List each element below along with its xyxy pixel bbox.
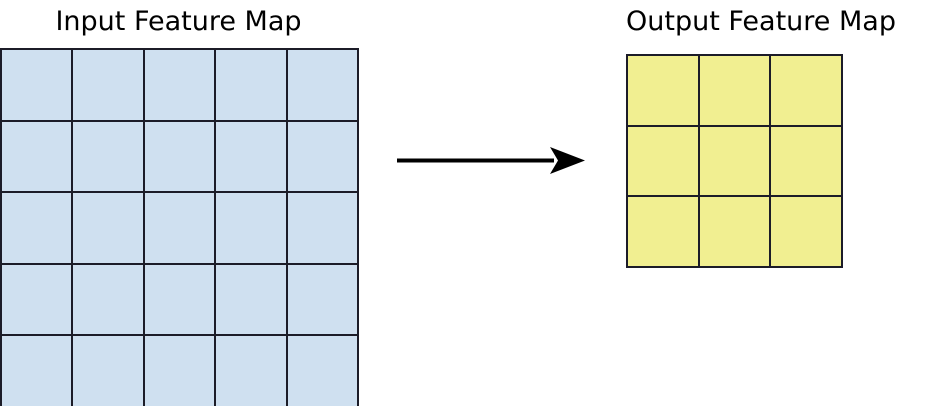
input-cell-r4c4 (287, 336, 357, 406)
input-cell-r1c2 (144, 121, 215, 192)
output-cell-r2c0 (628, 197, 698, 266)
input-cell-r2c3 (216, 193, 286, 263)
input-cell-r2c2 (144, 193, 215, 263)
input-cell-r1c4 (287, 121, 357, 192)
transform-arrow-icon (397, 147, 585, 174)
output-cell-r1c1 (699, 126, 770, 196)
output-cell-r2c2 (771, 197, 841, 266)
output-cell-r1c0 (628, 126, 698, 196)
output-cell-r0c1 (699, 56, 770, 125)
input-cell-r3c3 (216, 264, 286, 335)
input-cell-r1c0 (2, 121, 72, 192)
input-cell-r1c3 (216, 121, 286, 192)
output-feature-map-grid (626, 54, 843, 268)
input-cell-r4c3 (216, 336, 286, 406)
input-cell-r3c2 (144, 264, 215, 335)
input-cell-r3c0 (2, 264, 72, 335)
input-cell-r0c2 (144, 50, 215, 120)
input-cell-r3c4 (287, 264, 357, 335)
output-cell-r1c2 (771, 126, 841, 196)
input-cell-r0c0 (2, 50, 72, 120)
input-cell-r0c4 (287, 50, 357, 120)
input-cell-r2c1 (73, 193, 143, 263)
output-cell-r0c0 (628, 56, 698, 125)
input-cell-r1c1 (73, 121, 143, 192)
input-cell-r2c4 (287, 193, 357, 263)
input-cell-r4c0 (2, 336, 72, 406)
input-feature-map-grid (0, 48, 359, 406)
input-cell-r3c1 (73, 264, 143, 335)
output-feature-map-title: Output Feature Map (626, 6, 896, 37)
output-cell-r2c1 (699, 197, 770, 266)
input-feature-map-title: Input Feature Map (55, 6, 302, 37)
input-cell-r0c1 (73, 50, 143, 120)
input-cell-r0c3 (216, 50, 286, 120)
input-cell-r2c0 (2, 193, 72, 263)
input-cell-r4c1 (73, 336, 143, 406)
output-cell-r0c2 (771, 56, 841, 125)
input-cell-r4c2 (144, 336, 215, 406)
